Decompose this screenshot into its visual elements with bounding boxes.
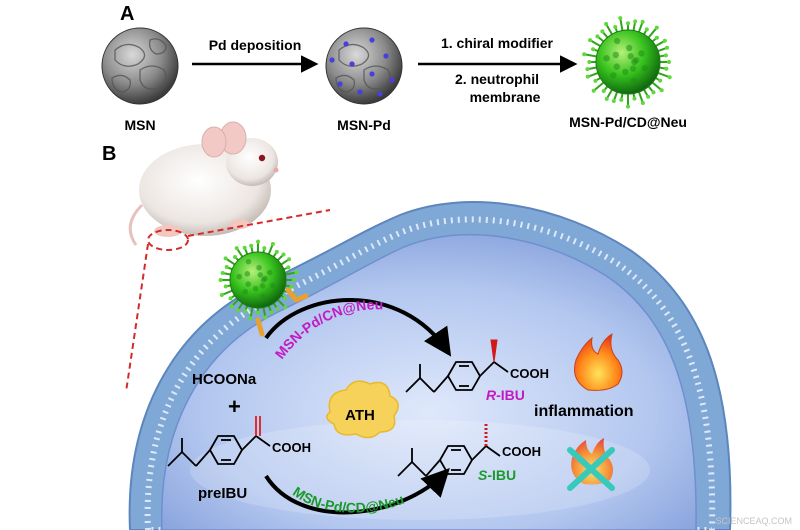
flame-icon xyxy=(574,332,623,391)
msn-pd-label: MSN-Pd xyxy=(337,117,391,133)
msn-pd-cd-neu-particle xyxy=(582,16,672,109)
ath-label: ATH xyxy=(345,407,375,424)
zoom-callout xyxy=(125,209,331,393)
r-ibu-cooh: COOH xyxy=(510,366,549,381)
step-membrane: membrane xyxy=(470,89,541,105)
panel-a-label: A xyxy=(120,3,134,25)
membrane-receptors xyxy=(255,287,309,337)
mouse-illustration xyxy=(128,121,279,246)
step-neutrophil: 2. neutrophil xyxy=(455,71,539,87)
preibu-cooh: COOH xyxy=(272,440,311,455)
msn-pd-particle xyxy=(325,27,403,105)
panel-b-label: B xyxy=(102,143,116,165)
watermark: SCIENCEAQ.COM xyxy=(715,516,792,526)
msn-particle xyxy=(101,27,179,105)
step-pd-deposition: Pd deposition xyxy=(209,37,302,53)
s-ibu-structure xyxy=(397,424,501,477)
final-particle-label: MSN-Pd/CD@Neu xyxy=(569,114,687,130)
msn-label: MSN xyxy=(124,117,155,133)
no-inflammation-icon xyxy=(567,438,615,491)
s-ibu-label: S-IBU xyxy=(478,467,516,483)
arrow-route-top xyxy=(264,298,452,357)
reagent-hcoona: HCOONa xyxy=(192,371,257,388)
preibu-label: preIBU xyxy=(198,485,247,502)
r-ibu-label: R-IBU xyxy=(486,387,525,403)
s-ibu-cooh: COOH xyxy=(502,444,541,459)
step-chiral-modifier: 1. chiral modifier xyxy=(441,35,554,51)
ath-bubble xyxy=(326,380,399,439)
inflammation-label: inflammation xyxy=(534,403,634,420)
r-ibu-structure xyxy=(405,339,509,393)
arrow-route-bottom xyxy=(264,467,450,515)
preibu-structure xyxy=(167,416,271,467)
plus-sign: + xyxy=(228,394,241,419)
cell xyxy=(128,201,732,530)
